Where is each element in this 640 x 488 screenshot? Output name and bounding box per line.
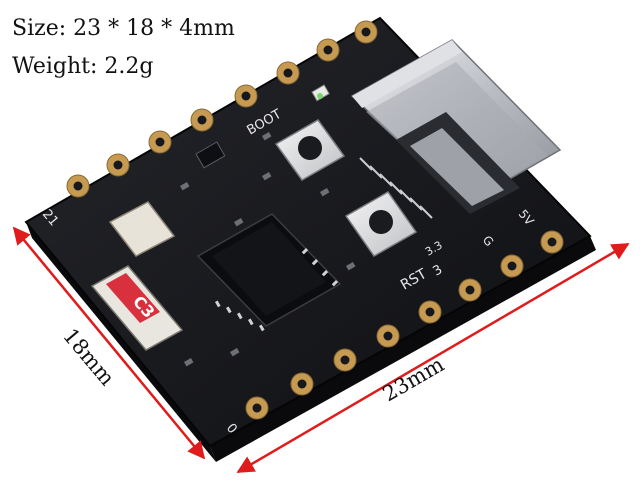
width-dimension-arrow: [236, 242, 630, 474]
height-dimension-arrow: [12, 226, 206, 460]
reset-button[interactable]: [344, 191, 418, 257]
boot-button-cap[interactable]: [298, 136, 322, 160]
reset-button-cap[interactable]: [369, 210, 393, 234]
height-dimension-label: 18mm: [58, 324, 119, 390]
usb-pins: [359, 157, 433, 219]
usb-c-connector[interactable]: [350, 39, 562, 214]
spec-weight: Weight: 2.2g: [12, 54, 154, 79]
spec-size: Size: 23 * 18 * 4mm: [12, 16, 235, 41]
boot-button[interactable]: [274, 119, 346, 181]
led: [311, 84, 330, 102]
